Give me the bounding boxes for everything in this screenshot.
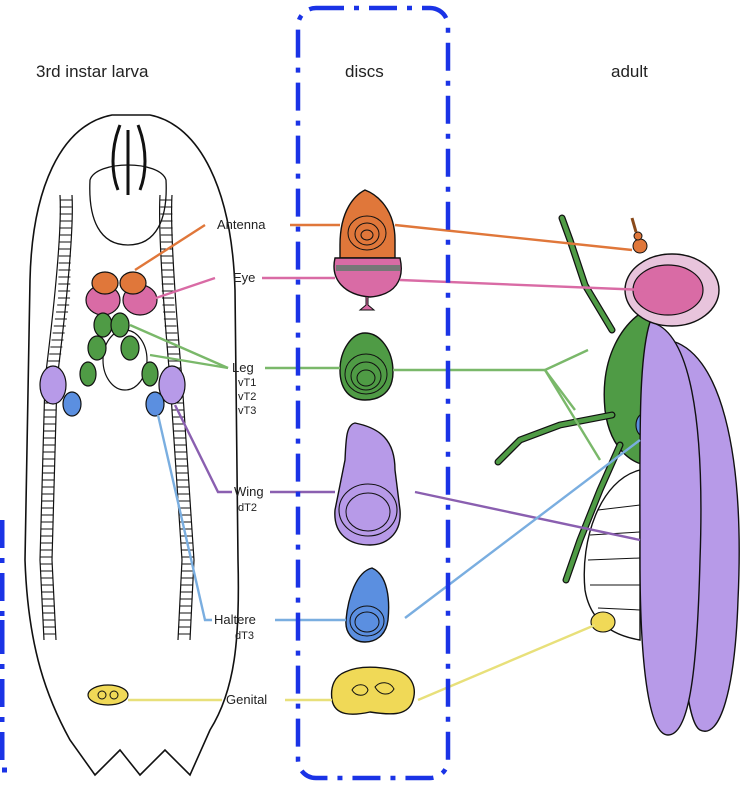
larva: [25, 115, 238, 775]
adult-fly: [498, 218, 739, 735]
leg-disc: [340, 333, 393, 400]
label-leg: Leg: [232, 360, 254, 375]
larva-body-outline: [25, 115, 238, 775]
antenna-line-adult: [395, 225, 632, 250]
label-leg-vt3: vT3: [238, 404, 256, 418]
label-genital: Genital: [226, 692, 267, 707]
genital-line-adult: [418, 625, 595, 700]
adult-abdomen: [584, 470, 640, 640]
header-adult: adult: [611, 62, 648, 82]
wing-disc: [335, 423, 400, 545]
label-eye: Eye: [233, 270, 255, 285]
header-discs: discs: [345, 62, 384, 82]
eye-line-adult: [400, 280, 645, 290]
leg-line-branch-1: [545, 350, 588, 370]
genital-disc: [332, 667, 415, 714]
label-leg-vt2: vT2: [238, 390, 256, 404]
larva-genital-disc: [88, 685, 128, 705]
label-wing-dt2: dT2: [238, 501, 257, 515]
label-antenna: Antenna: [217, 217, 265, 232]
label-haltere-dt3: dT3: [235, 629, 254, 643]
label-leg-vt1: vT1: [238, 376, 256, 390]
adult-antenna: [632, 218, 647, 253]
adult-genitalia: [591, 612, 615, 632]
haltere-disc: [346, 568, 389, 642]
eye-antennal-disc: [334, 190, 401, 310]
discs-column: [332, 190, 415, 714]
left-highlight-box-edge: [2, 520, 10, 770]
label-wing: Wing: [234, 484, 264, 499]
header-larva: 3rd instar larva: [36, 62, 148, 82]
label-haltere: Haltere: [214, 612, 256, 627]
leg-line-branch-3: [545, 370, 600, 460]
